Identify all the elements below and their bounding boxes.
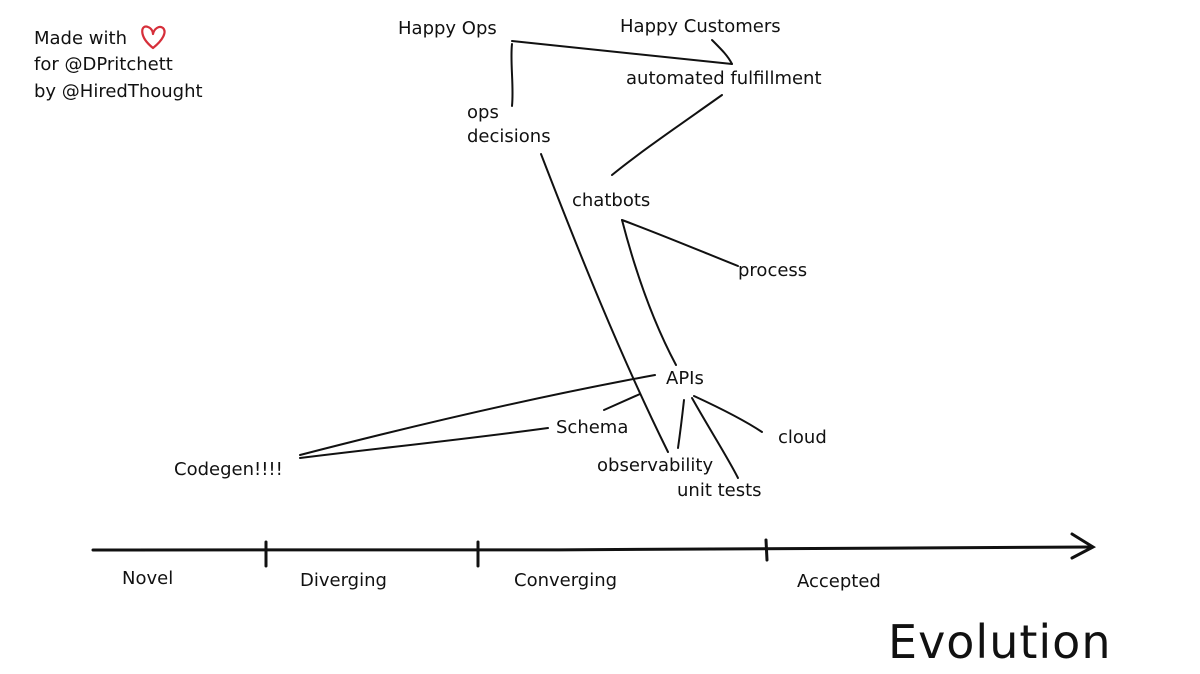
link-chatbots-to-process (621, 219, 739, 267)
stage-accepted: Accepted (797, 571, 881, 592)
axis-title-evolution: Evolution (888, 615, 1111, 669)
link-schema-to-codegen (299, 427, 549, 459)
credit-line-3: by @HiredThought (34, 81, 203, 102)
link-apis-to-observability (677, 399, 685, 449)
credit-line-2: for @DPritchett (34, 54, 173, 75)
stage-diverging: Diverging (300, 570, 387, 591)
heart-icon (141, 25, 166, 50)
node-cloud: cloud (778, 427, 827, 448)
node-happy-customers: Happy Customers (620, 16, 781, 37)
link-happy-ops-to-fulfillment (511, 40, 733, 65)
link-happy-ops-to-ops-decisions (510, 43, 514, 107)
link-fulfillment-to-chatbots (611, 94, 723, 176)
node-happy-ops: Happy Ops (398, 18, 497, 39)
node-chatbots: chatbots (572, 190, 650, 211)
node-ops-label: ops (467, 102, 499, 123)
node-apis: APIs (666, 368, 704, 389)
node-automated-fulfillment: automated fulfillment (626, 68, 822, 89)
link-apis-to-cloud (693, 395, 763, 433)
evolution-axis-line (91, 545, 1094, 553)
credit-line-1: Made with (34, 28, 127, 49)
link-apis-to-codegen (299, 374, 656, 456)
node-decisions-label: decisions (467, 126, 551, 147)
link-apis-to-unit-tests (691, 397, 739, 479)
link-happy-customers-to-fulfillment (711, 39, 733, 65)
node-observability: observability (597, 455, 713, 476)
node-process: process (738, 260, 807, 281)
node-schema: Schema (556, 417, 628, 438)
node-codegen: Codegen!!!! (174, 459, 283, 480)
stage-novel: Novel (122, 568, 173, 589)
link-apis-to-schema (603, 393, 641, 411)
axis-tick-3 (764, 538, 769, 562)
axis-arrowhead-icon (1070, 532, 1097, 560)
link-chatbots-to-apis (621, 219, 677, 366)
link-decisions-to-observability (540, 153, 669, 453)
node-unit-tests: unit tests (677, 480, 762, 501)
stage-converging: Converging (514, 570, 617, 591)
